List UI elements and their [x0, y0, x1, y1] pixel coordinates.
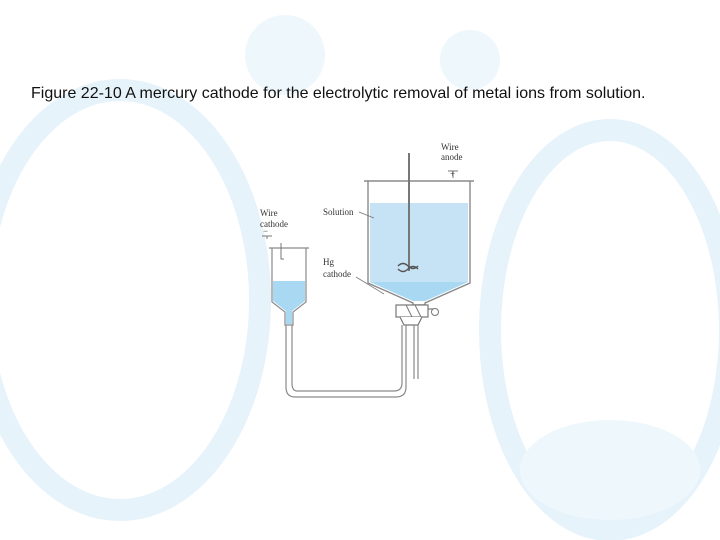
wire-cathode-label-2: cathode: [260, 219, 288, 229]
solution-label: Solution: [323, 207, 354, 217]
plus-sign: +: [450, 169, 455, 179]
wire-anode-label: Wire: [441, 142, 459, 152]
wire-anode-label-2: anode: [441, 152, 463, 162]
hg-cathode-label: Hg: [323, 257, 334, 267]
figure-caption: Figure 22-10 A mercury cathode for the e…: [31, 85, 646, 102]
minus-sign: −: [263, 226, 268, 236]
beaker: [364, 180, 474, 306]
hg-cathode-label-2: cathode: [323, 269, 351, 279]
stopcock: [395, 304, 439, 379]
wire-anode: [397, 153, 458, 273]
mercury-pool: [370, 282, 468, 301]
wire-cathode-label: Wire: [260, 208, 278, 218]
leader-lines: [355, 211, 385, 295]
wire-cathode: [262, 235, 284, 260]
funnel-mercury: [273, 281, 305, 324]
mercury-cathode-apparatus-diagram: Wire anode + Solution Wire cathode − Hg …: [260, 142, 474, 398]
solution-fill: [370, 203, 468, 301]
connecting-tube: [285, 325, 407, 398]
leveling-funnel: [269, 247, 309, 326]
